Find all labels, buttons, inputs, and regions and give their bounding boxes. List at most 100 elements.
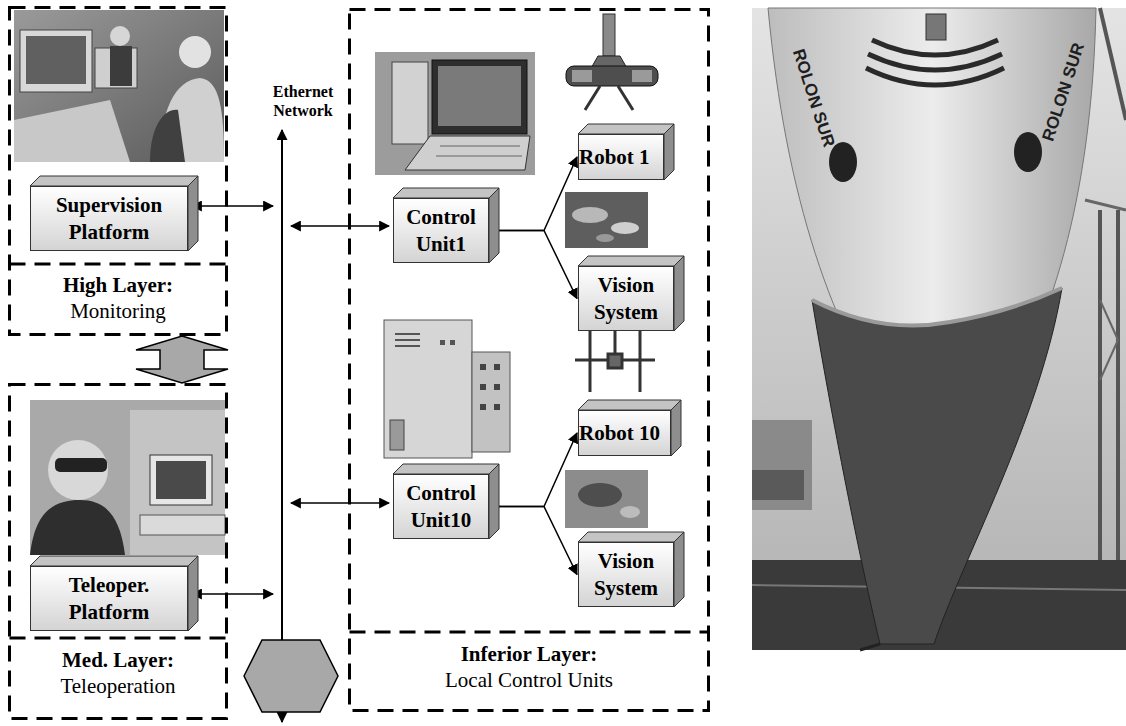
laptop-photo: [375, 52, 535, 175]
box-side-face: [188, 176, 198, 251]
box-top-face: [393, 464, 499, 474]
supervision-photo-part: [14, 10, 224, 162]
network-label: Ethernet Network: [263, 82, 343, 120]
box-top-face: [578, 124, 674, 134]
box-side-face: [489, 464, 499, 539]
text-group: Vision System: [579, 272, 673, 325]
box-label: Robot 10: [579, 420, 660, 446]
platform-box: Supervision Platform: [30, 186, 188, 251]
robot-drawing-part: [572, 70, 592, 82]
robot-drawing-part: [632, 70, 652, 82]
text-group: Control Unit1: [394, 204, 488, 257]
ship-photo: [752, 8, 1126, 650]
box-top-face: [578, 532, 684, 542]
box-side-face: [664, 124, 674, 180]
ethernet-bus-part: [244, 640, 338, 712]
layer-subtitle: Teleoperation: [8, 673, 228, 699]
hull-surface-photo-part: [565, 470, 648, 528]
ship-photo-part: [926, 14, 946, 40]
frame-robot-drawing: [575, 322, 655, 392]
frame-robot-drawing-part: [639, 322, 642, 392]
box-label: Supervision Platform: [31, 192, 187, 245]
platform-box: Teleoper. Platform: [30, 566, 188, 631]
teleoperation-photo-part: [130, 410, 225, 555]
box-top-face: [578, 256, 684, 266]
supervision-photo-part: [26, 36, 86, 84]
box-label: Teleoper. Platform: [31, 572, 187, 625]
layer-frame: Med. Layer:Teleoperation Teleoper. Platfo…: [8, 383, 228, 720]
hull-surface-photo-part: [565, 192, 648, 248]
frame-robot-drawing-part: [589, 322, 592, 392]
frame-robot-drawing-part: [608, 354, 622, 368]
robot-drawing: [566, 14, 658, 110]
laptop-photo-part: [440, 146, 520, 147]
teleoperation-photo-part: [48, 440, 108, 500]
hull-surface-photo-part: [611, 222, 639, 234]
control-cabinet-part: [494, 404, 500, 410]
control-cabinet-part: [450, 340, 455, 345]
text-group: Robot 1: [579, 144, 650, 170]
ship-photo-part: [1100, 8, 1126, 120]
robot-drawing-part: [603, 14, 615, 56]
hull-surface-photo: [565, 470, 648, 528]
ethernet-bus-part: [192, 593, 273, 595]
text-group: Inferior Layer:Local Control Units: [348, 641, 710, 694]
layer-subtitle: Monitoring: [8, 298, 228, 324]
ship-photo-part: [872, 40, 998, 55]
control-cabinet-part: [480, 384, 486, 390]
ship-photo-part: [752, 8, 1126, 650]
laptop-photo-part: [405, 136, 530, 170]
text-group: Supervision Platform: [31, 192, 187, 245]
control-cabinet-part: [472, 352, 510, 452]
control-cabinet-part: [480, 364, 486, 370]
layer-frame: High Layer:MonitoringSupervision Platfor…: [8, 6, 228, 336]
supervision-photo-part: [150, 110, 185, 162]
connector-arrow: [489, 231, 577, 299]
control-cabinet-part: [395, 339, 420, 341]
robot-drawing-part: [585, 86, 600, 110]
teleoperation-photo-part: [30, 500, 125, 555]
laptop-photo-part: [375, 52, 535, 175]
connector-arrow: [489, 433, 577, 507]
hull-surface-photo: [565, 192, 648, 248]
ship-photo-part: [1014, 132, 1042, 172]
vision-box: Vision System: [578, 542, 674, 607]
text-group: Control Unit10: [394, 480, 488, 533]
ship-photo-part: [1116, 210, 1120, 560]
supervision-photo: [14, 10, 224, 162]
ship-photo-part: [752, 420, 812, 510]
supervision-photo-part: [14, 100, 130, 162]
dashed-separator: [10, 637, 227, 640]
ship-photo-part: [1100, 300, 1118, 340]
control-cabinet-part: [494, 364, 500, 370]
connector-arrow: [489, 157, 577, 231]
teleoperation-photo-part: [55, 458, 107, 472]
box-side-face: [489, 188, 499, 263]
box-side-face: [674, 532, 684, 607]
text-group: Med. Layer:Teleoperation: [8, 647, 228, 700]
teleoperation-photo: [30, 400, 225, 555]
ship-photo-part: [1100, 340, 1118, 380]
hull-lettering: ROLON SUR: [788, 47, 839, 150]
layer-subtitle: Local Control Units: [348, 667, 710, 693]
ship-photo-part: [1098, 210, 1102, 560]
text-group: Vision System: [579, 548, 673, 601]
control-cabinet-part: [390, 420, 404, 450]
box-top-face: [30, 556, 198, 566]
supervision-photo-part: [110, 26, 130, 46]
dashed-separator: [10, 263, 227, 266]
connector-arrow: [489, 507, 577, 575]
ship-photo-part: [860, 644, 880, 650]
dashed-separator: [350, 631, 709, 634]
hull-surface-photo-part: [596, 234, 614, 242]
teleoperation-photo-part: [140, 515, 225, 535]
box-top-face: [578, 400, 681, 410]
hull-surface-photo-part: [620, 506, 640, 518]
box-label: Control Unit1: [394, 204, 488, 257]
laptop-photo-part: [438, 66, 521, 126]
robot-box: Robot 1: [578, 134, 664, 180]
ship-photo-part: [752, 470, 804, 500]
ship-photo-part: [812, 288, 1062, 326]
robot-drawing-part: [566, 66, 658, 86]
